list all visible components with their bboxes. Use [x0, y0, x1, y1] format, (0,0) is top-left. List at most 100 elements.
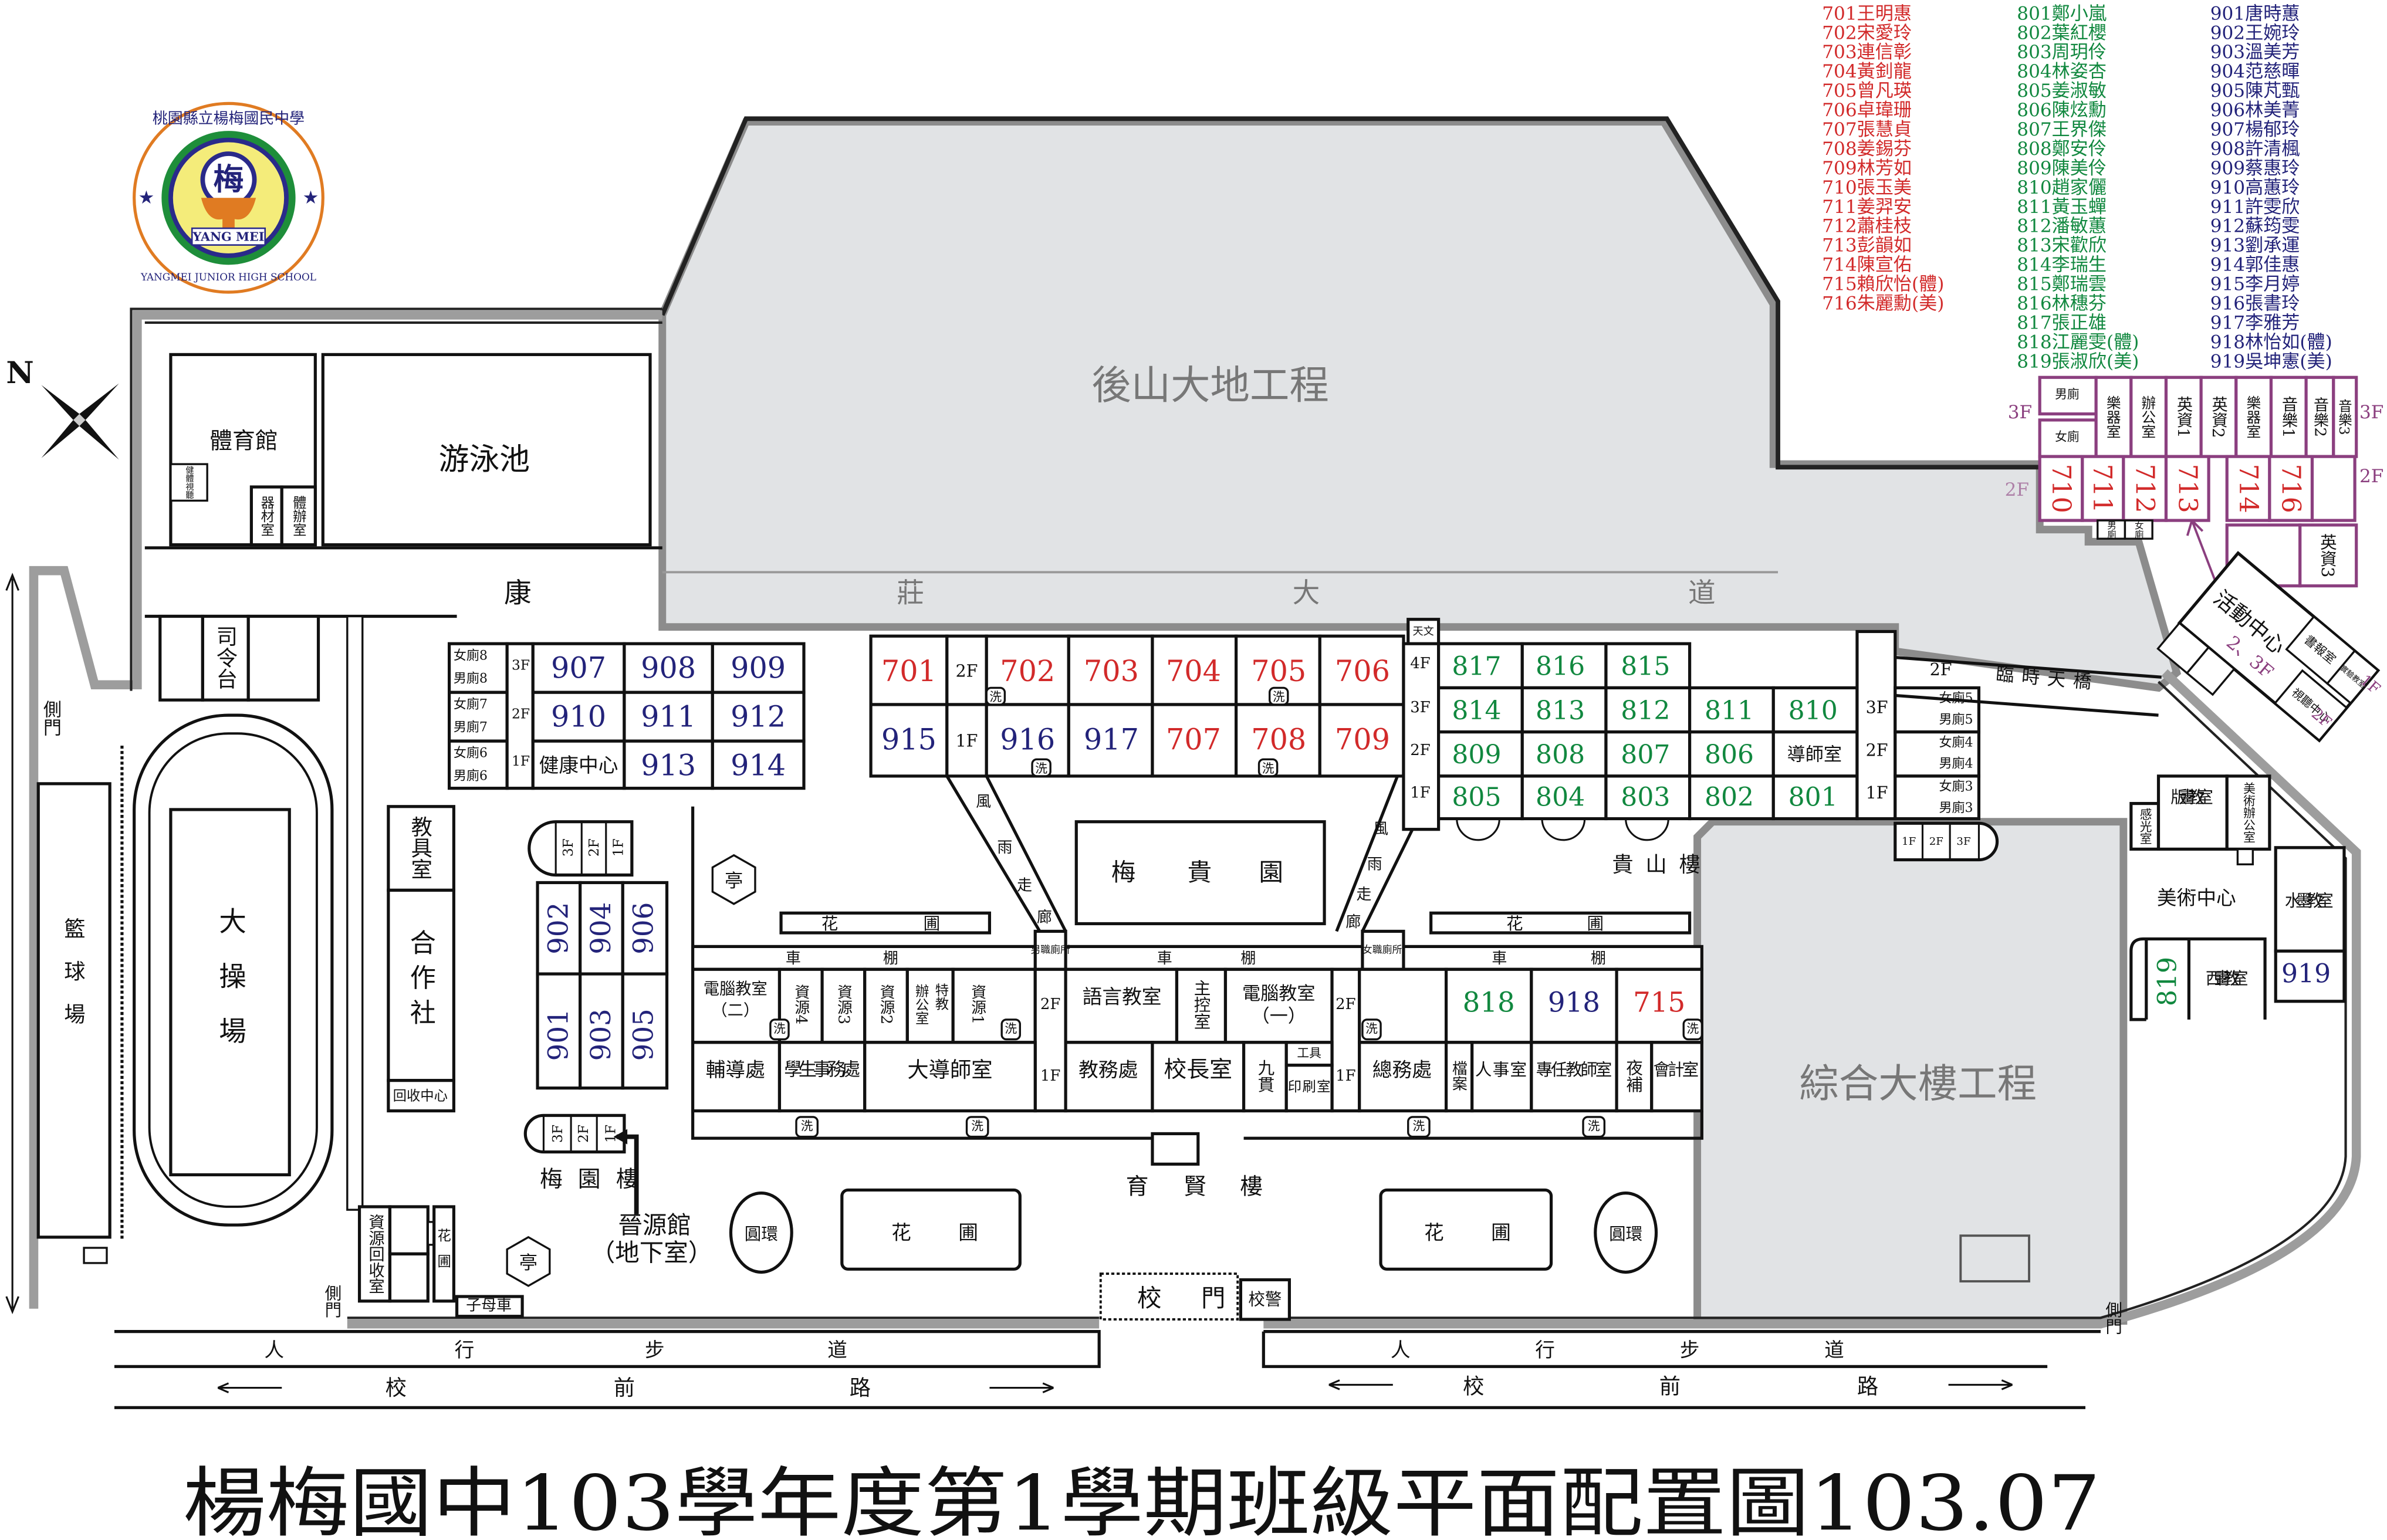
classroom-713: 713	[2172, 464, 2202, 513]
school-logo: 梅 YANG MEI 桃園縣立楊梅國民中學 YANGMEI JUNIOR HIG…	[133, 101, 324, 294]
classroom-905: 905	[628, 1008, 660, 1061]
teacher-list-item: 804林姿杏	[2017, 61, 2107, 82]
zhuang-label: 莊	[897, 578, 924, 610]
teacher-list-item: 817張正雄	[2017, 312, 2107, 333]
classroom-804: 804	[1536, 783, 1585, 813]
map-label: 1F	[1866, 783, 1888, 803]
map-label: 2F	[1929, 835, 1943, 848]
classroom-810: 810	[1788, 696, 1838, 726]
map-label: 2F	[1410, 742, 1430, 759]
teacher-list-item: 814李瑞生	[2017, 255, 2107, 276]
toilet-label: 女廁6	[454, 746, 488, 760]
map-label: 音樂3	[2336, 398, 2352, 435]
toilet-label: 男廁7	[454, 720, 488, 735]
classroom-919: 919	[2281, 959, 2331, 989]
classroom-710: 710	[2046, 464, 2076, 513]
classroom-809: 809	[1452, 740, 1501, 770]
map-label: 廊	[1037, 909, 1052, 926]
classroom-808: 808	[1536, 740, 1585, 770]
teacher-list-item: 818江麗雯(體)	[2017, 331, 2139, 353]
toilet-label: 女廁4	[1939, 735, 1973, 750]
map-label: 貴	[1188, 858, 1212, 886]
health-center-label: 健康中心	[539, 754, 618, 777]
map-label: 洗	[801, 1119, 813, 1133]
map-label: ★	[138, 187, 154, 208]
coop-label: 合作社	[405, 929, 435, 1034]
pavilion-label: 亭	[519, 1253, 537, 1274]
toilet-label: 女廁8	[454, 648, 488, 663]
classroom-906: 906	[628, 902, 660, 955]
pool-label: 游泳池	[438, 442, 530, 477]
floor-label: 1F	[956, 732, 978, 751]
map-label: 梅	[1111, 858, 1136, 886]
map-label: 車	[786, 950, 801, 967]
map-label: 走	[1357, 886, 1372, 903]
map-label: 特教	[932, 983, 949, 1010]
south-office-building	[691, 929, 1703, 1166]
basketball-court	[36, 782, 111, 1239]
sink-markers: 洗 洗 洗 洗 洗 洗 洗 洗	[769, 1018, 1703, 1138]
teacher-list-item: 919吳坤憲(美)	[2210, 351, 2332, 372]
classroom-711: 711	[2087, 464, 2117, 513]
map-label: 主控室	[1191, 979, 1211, 1030]
teaching-aids-label: 教具室	[408, 815, 433, 879]
map-label: 圃	[958, 1221, 978, 1244]
map-label: 洗	[1262, 761, 1274, 776]
map-label: 總務處	[1372, 1058, 1432, 1081]
teacher-list-item: 815鄭瑞雲	[2017, 274, 2107, 295]
pavilion-label: 亭	[725, 871, 743, 892]
map-label: 道	[1824, 1338, 1844, 1361]
map-label: 路	[1857, 1374, 1878, 1399]
map-label: 資源4	[792, 984, 810, 1025]
map-label: 前	[614, 1375, 635, 1400]
map-label: 洗	[1035, 761, 1047, 776]
classroom-807: 807	[1621, 740, 1670, 770]
meigui-garden	[1074, 820, 1326, 926]
map-label: 校	[1137, 1284, 1162, 1312]
teacher-list-item: 807王界傑	[2017, 119, 2107, 140]
cooperative-store	[387, 888, 455, 1082]
map-label: 車	[1157, 950, 1172, 967]
recycle-center	[387, 1079, 455, 1113]
map-label: 校	[1463, 1374, 1484, 1399]
map-label: 2F	[1930, 660, 1952, 679]
map-label: 洗	[773, 1021, 786, 1035]
teacher-list-item: 913劉承運	[2210, 235, 2300, 256]
map-label: 輔導處	[706, 1058, 765, 1081]
map-label: 英資2	[2209, 396, 2227, 438]
classroom-815: 815	[1621, 652, 1670, 682]
teacher-list-item: 902王婉玲	[2210, 22, 2300, 43]
teacher-list-item: 904范慈暉	[2210, 61, 2300, 82]
teacher-list-item: 813宋歡欣	[2017, 235, 2107, 256]
map-label: 女廁	[2055, 429, 2080, 444]
map-label: 行	[455, 1338, 475, 1361]
pe-office	[280, 485, 317, 547]
classroom-909: 909	[731, 651, 786, 685]
map-label: 樂器室	[2244, 395, 2261, 438]
art-center-label: 美術中心	[2157, 886, 2236, 909]
map-label: 九貫	[1255, 1059, 1274, 1092]
teacher-list-item: 908許清楓	[2210, 138, 2300, 160]
map-label: 4F	[1410, 655, 1430, 672]
page-title: 楊梅國中103學年度第1學期班級平面配置圖103.07	[183, 1459, 2101, 1540]
stage-label: 司令台	[213, 625, 238, 689]
map-label: 路	[850, 1375, 871, 1400]
classroom-917: 917	[1084, 723, 1139, 757]
guishan-building-label: 貴山樓	[1612, 852, 1712, 877]
classroom-916: 916	[1000, 723, 1055, 757]
side-gate-bottom-label: 側門	[322, 1284, 342, 1318]
map-label: 道	[827, 1338, 847, 1361]
teacher-list-item: 901唐時蕙	[2210, 3, 2300, 24]
kang-label: 康	[504, 578, 532, 610]
resource-recycle-room	[357, 1205, 392, 1303]
map-label: 人	[264, 1338, 284, 1361]
classroom-814: 814	[1452, 696, 1501, 726]
darkroom	[2129, 801, 2161, 851]
school-gate[interactable]	[1099, 1272, 1239, 1321]
teacher-list-item: 905陳芃甄	[2210, 80, 2300, 101]
classroom-701: 701	[881, 654, 936, 688]
teacher-list-item: 915李月婷	[2210, 274, 2300, 295]
teaching-aids-room	[387, 805, 455, 892]
teacher-list-item: 806陳炫勳	[2017, 100, 2107, 121]
map-label: 印刷室	[1288, 1078, 1331, 1095]
